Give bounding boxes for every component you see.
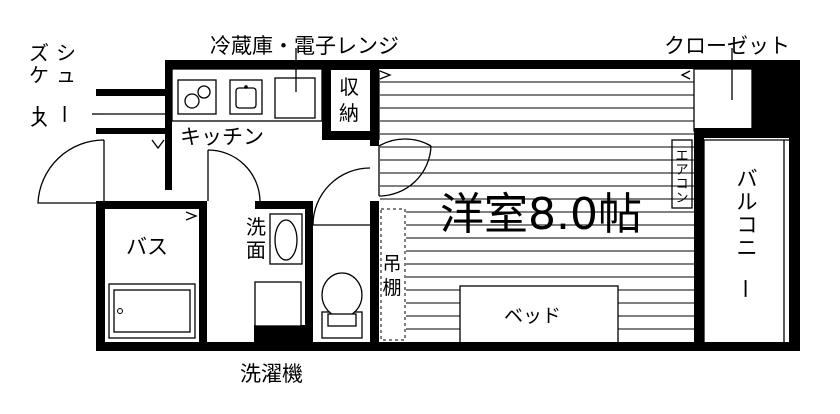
label-aircon: エアコン bbox=[675, 149, 688, 206]
kitchen-fixtures bbox=[171, 48, 323, 122]
label-washbasin: 洗面 bbox=[246, 215, 266, 262]
label-balcony: バルコニー bbox=[733, 167, 758, 299]
label-shoe-case: シューズケース bbox=[25, 41, 76, 131]
fridge-space bbox=[274, 77, 316, 119]
bed bbox=[459, 285, 619, 345]
shoe-case bbox=[92, 113, 165, 150]
label-bath: バス bbox=[126, 235, 168, 259]
bathtub bbox=[108, 283, 196, 339]
label-main-room: 洋室8.0帖 bbox=[440, 189, 642, 240]
label-kitchen: キッチン bbox=[180, 125, 264, 149]
label-hanging-shelf: 吊棚 bbox=[382, 253, 401, 299]
label-bed: ベッド bbox=[504, 305, 561, 327]
label-washer: 洗濯機 bbox=[240, 362, 303, 386]
label-closet: クローゼット bbox=[664, 34, 790, 58]
label-storage: 収納 bbox=[339, 75, 359, 125]
doors bbox=[37, 70, 432, 341]
toilet bbox=[321, 272, 363, 339]
interior-walls bbox=[96, 60, 800, 351]
main-room-floor bbox=[380, 81, 694, 345]
bath-fixtures bbox=[108, 283, 196, 339]
washroom-fixtures bbox=[185, 211, 303, 327]
label-fridge-range: 冷蔵庫・電子レンジ bbox=[210, 34, 399, 58]
labels: 冷蔵庫・電子レンジ クローゼット キッチン バス ベッド 洗濯機 洋室8.0帖 … bbox=[25, 34, 790, 386]
closet-balcony bbox=[379, 48, 789, 342]
outer-walls bbox=[96, 60, 800, 351]
sink bbox=[229, 79, 263, 115]
washer-space bbox=[254, 281, 302, 327]
washbasin bbox=[274, 219, 298, 261]
